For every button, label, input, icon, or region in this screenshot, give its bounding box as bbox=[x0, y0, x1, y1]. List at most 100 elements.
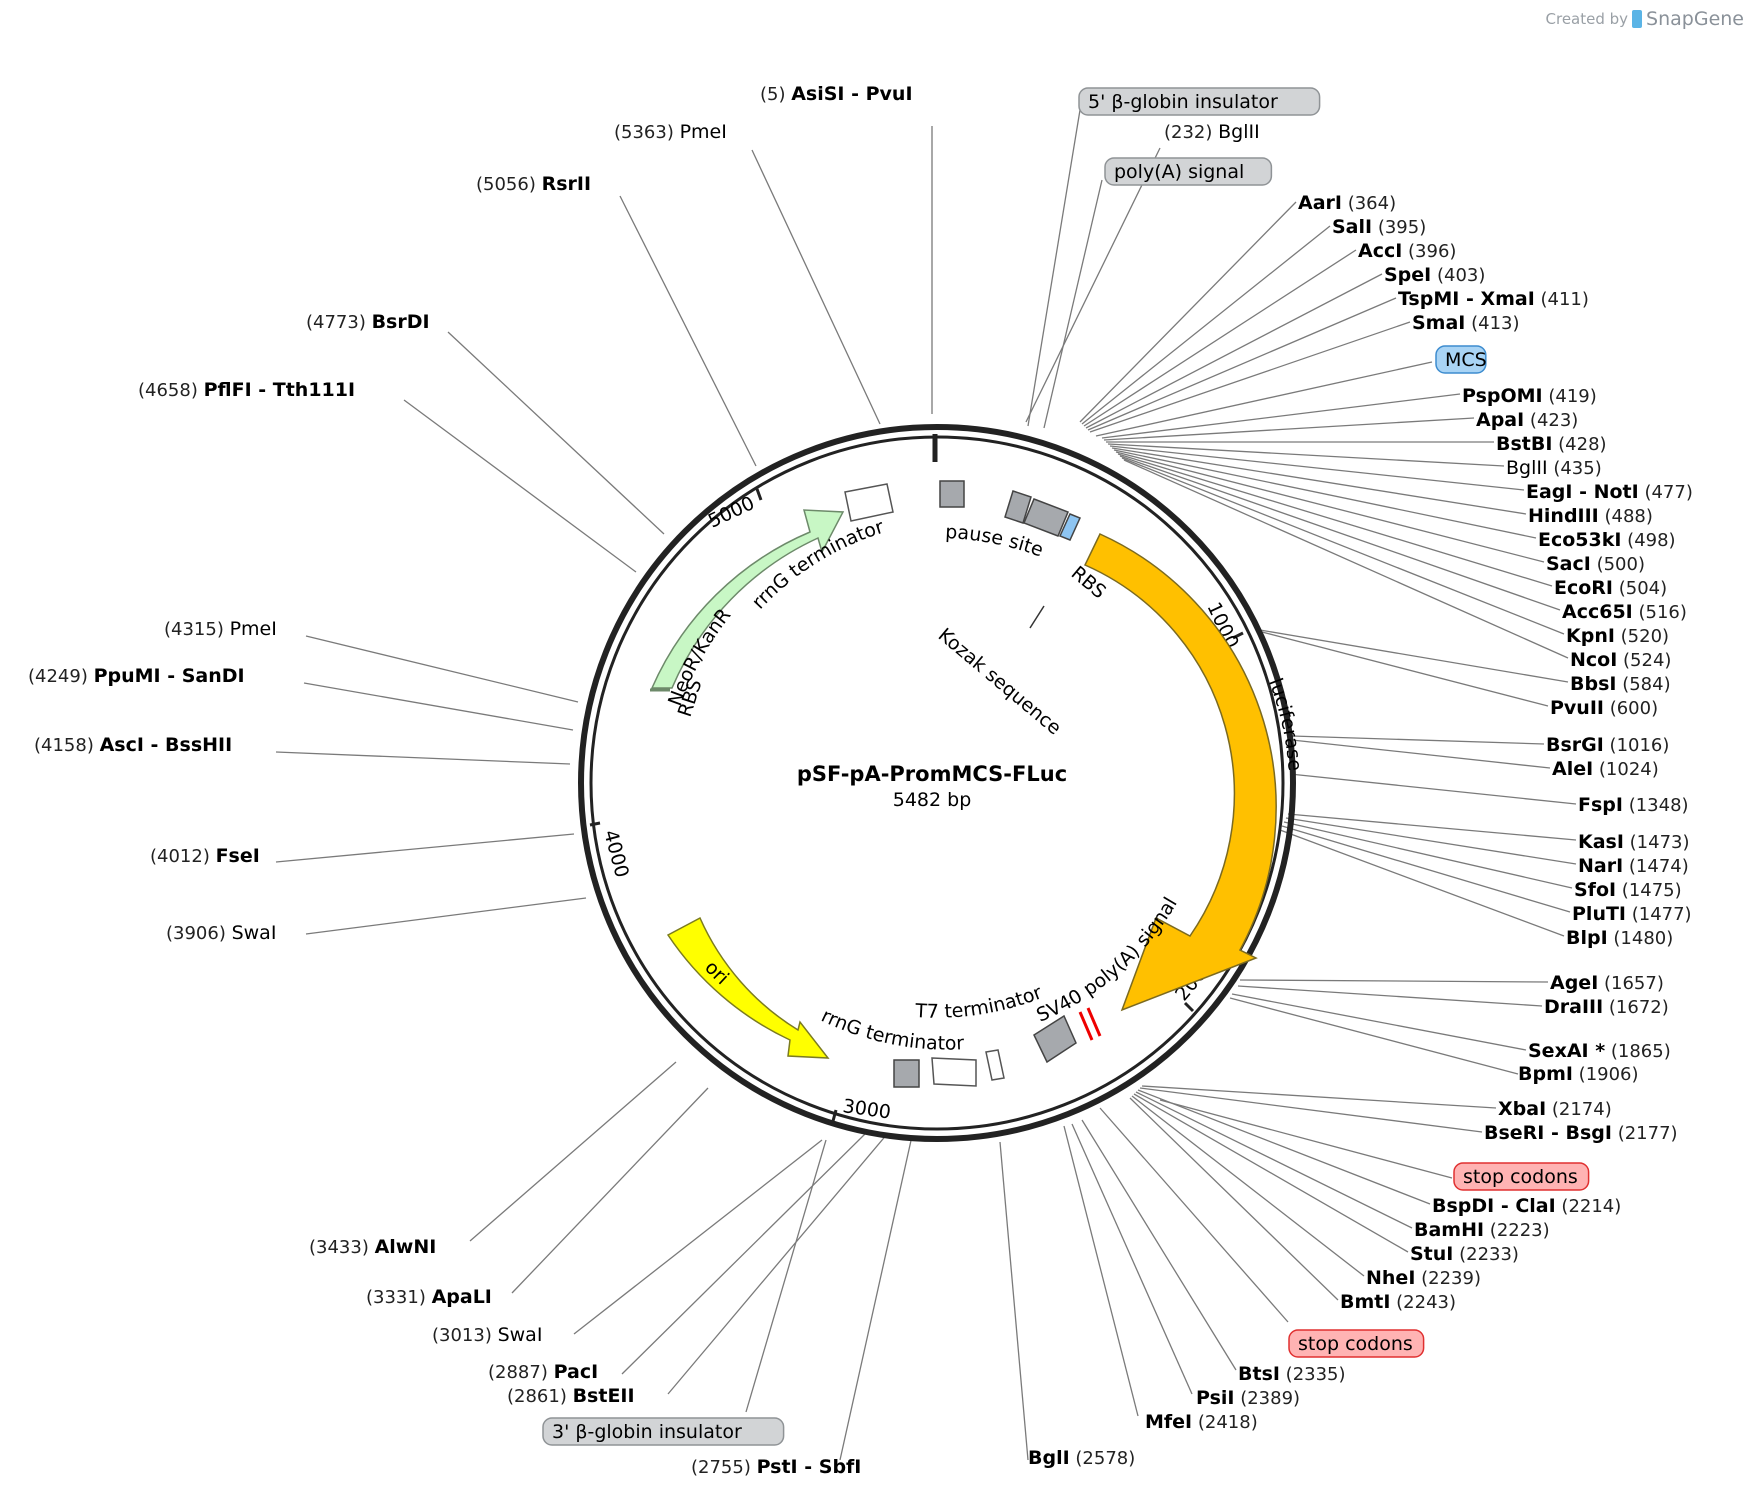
site-name-2: - PvuI bbox=[845, 83, 913, 105]
rrng-terminator-box-bottom bbox=[931, 1057, 977, 1087]
leader-s15 bbox=[667, 1132, 889, 1395]
kozak-leader bbox=[1029, 605, 1045, 629]
site-name: MfeI bbox=[1145, 1411, 1192, 1433]
neo-kanr-arrow bbox=[650, 509, 845, 689]
pill-text: poly(A) signal bbox=[1114, 161, 1244, 183]
site-name: AleI bbox=[1552, 758, 1593, 780]
tick-3000: 3000 bbox=[841, 1095, 892, 1124]
site-position: (4158) bbox=[34, 735, 100, 756]
leader-s27 bbox=[1141, 1085, 1497, 1109]
site-sexai: SexAI * (1865) bbox=[1528, 1040, 1671, 1062]
t7-terminator-label: T7 terminator bbox=[914, 981, 1045, 1022]
site-position: (2335) bbox=[1280, 1364, 1346, 1385]
site-name: PmeI bbox=[230, 618, 277, 640]
stop-codons-mark-2 bbox=[1086, 1007, 1102, 1037]
snapgene-credit: Created by SnapGene bbox=[1546, 8, 1744, 30]
site-position: (3433) bbox=[309, 1237, 375, 1258]
site-name: SwaI bbox=[232, 922, 277, 944]
site-hindiii: HindIII (488) bbox=[1528, 505, 1653, 527]
leader-s25 bbox=[1137, 1089, 1431, 1205]
site-bsrdi: (4773) BsrDI bbox=[306, 311, 430, 333]
leader-s28 bbox=[1229, 997, 1519, 1075]
site-name: NcoI bbox=[1570, 649, 1617, 671]
site-asci: (4158) AscI - BssHII bbox=[34, 734, 232, 756]
site-name: SalI bbox=[1332, 216, 1372, 238]
site-name: AlwNI bbox=[375, 1236, 437, 1258]
site-name: StuI bbox=[1410, 1243, 1453, 1265]
site-xbai: XbaI (2174) bbox=[1498, 1098, 1612, 1120]
site-position: (5363) bbox=[614, 122, 680, 143]
site-name: HindIII bbox=[1528, 505, 1599, 527]
polya-signal-box bbox=[1004, 490, 1032, 524]
site-position: (5) bbox=[760, 84, 791, 105]
site-swai: (3013) SwaI bbox=[432, 1324, 542, 1346]
leader-lines bbox=[275, 109, 1577, 1461]
site-position: (232) bbox=[1164, 122, 1218, 143]
leader-s39 bbox=[1291, 735, 1545, 745]
leader-s53 bbox=[1101, 393, 1461, 439]
site-name: BseRI bbox=[1484, 1122, 1544, 1144]
credit-brand: SnapGene bbox=[1646, 8, 1744, 30]
site-acc65i: Acc65I (516) bbox=[1562, 601, 1687, 623]
leader-s17 bbox=[999, 1141, 1029, 1461]
site-asisi: (5) AsiSI - PvuI bbox=[760, 83, 913, 105]
leader-s13 bbox=[573, 1139, 823, 1335]
site-paci: (2887) PacI bbox=[488, 1361, 598, 1383]
site-position: (2177) bbox=[1612, 1123, 1678, 1144]
leader-p6 bbox=[745, 1139, 827, 1413]
site-smai: SmaI (413) bbox=[1412, 312, 1520, 334]
leader-p1 bbox=[1027, 109, 1081, 427]
leader-s14 bbox=[621, 1132, 867, 1375]
site-pmei: (5363) PmeI bbox=[614, 121, 727, 143]
site-name: SpeI bbox=[1384, 264, 1431, 286]
site-bgli: BglI (2578) bbox=[1028, 1447, 1135, 1469]
leader-s58 bbox=[1081, 225, 1331, 425]
site-nari: NarI (1474) bbox=[1578, 855, 1689, 877]
site-name: EcoRI bbox=[1554, 577, 1613, 599]
site-bsrgi: BsrGI (1016) bbox=[1546, 734, 1669, 756]
mcs-box bbox=[1058, 513, 1082, 541]
leader-s24 bbox=[1135, 1091, 1413, 1229]
pause-site-label: pause site bbox=[945, 521, 1046, 562]
site-name: PvuII bbox=[1550, 697, 1604, 719]
plasmid-name: pSF-pA-PromMCS-FLuc bbox=[797, 762, 1067, 786]
site-name: SexAI * bbox=[1528, 1040, 1605, 1062]
site-position: (520) bbox=[1615, 626, 1669, 647]
site-position: (411) bbox=[1535, 289, 1589, 310]
site-position: (4773) bbox=[306, 312, 372, 333]
site-position: (2578) bbox=[1070, 1448, 1136, 1469]
tick-mark-3000 bbox=[831, 1109, 838, 1122]
leader-s19 bbox=[1071, 1123, 1193, 1395]
site-apali: (3331) ApaLI bbox=[366, 1286, 492, 1308]
site-position: (2233) bbox=[1453, 1244, 1519, 1265]
leader-p3 bbox=[1095, 361, 1433, 437]
leader-s56 bbox=[1085, 273, 1383, 429]
feature-pill-p3: MCS bbox=[1435, 345, 1487, 374]
site-pspomi: PspOMI (419) bbox=[1462, 385, 1597, 407]
site-position: (3906) bbox=[166, 923, 232, 944]
pill-background bbox=[542, 1417, 785, 1446]
site-position: (2389) bbox=[1234, 1388, 1300, 1409]
site-name: BglII bbox=[1218, 121, 1260, 143]
site-name: PflFI bbox=[204, 379, 252, 401]
site-name: PmeI bbox=[680, 121, 727, 143]
leader-s40 bbox=[1261, 631, 1549, 707]
tick-5000: 5000 bbox=[705, 492, 758, 532]
leader-s09 bbox=[275, 833, 575, 863]
site-ncoi: NcoI (524) bbox=[1570, 649, 1671, 671]
leader-s37 bbox=[1289, 773, 1577, 805]
site-position: (1348) bbox=[1623, 795, 1689, 816]
site-nhei: NheI (2239) bbox=[1366, 1267, 1481, 1289]
leader-s22 bbox=[1131, 1095, 1365, 1277]
site-kasi: KasI (1473) bbox=[1578, 831, 1690, 853]
site-name-2: - SanDI bbox=[161, 665, 245, 687]
site-name-2: - ClaI bbox=[1494, 1195, 1555, 1217]
site-draiii: DraIII (1672) bbox=[1544, 996, 1669, 1018]
pill-text: 5' β-globin insulator bbox=[1088, 91, 1278, 113]
site-name: AccI bbox=[1358, 240, 1402, 262]
site-position: (419) bbox=[1543, 386, 1597, 407]
site-bamhi: BamHI (2223) bbox=[1414, 1219, 1550, 1241]
site-aari: AarI (364) bbox=[1298, 192, 1396, 214]
site-apai: ApaI (423) bbox=[1476, 409, 1578, 431]
